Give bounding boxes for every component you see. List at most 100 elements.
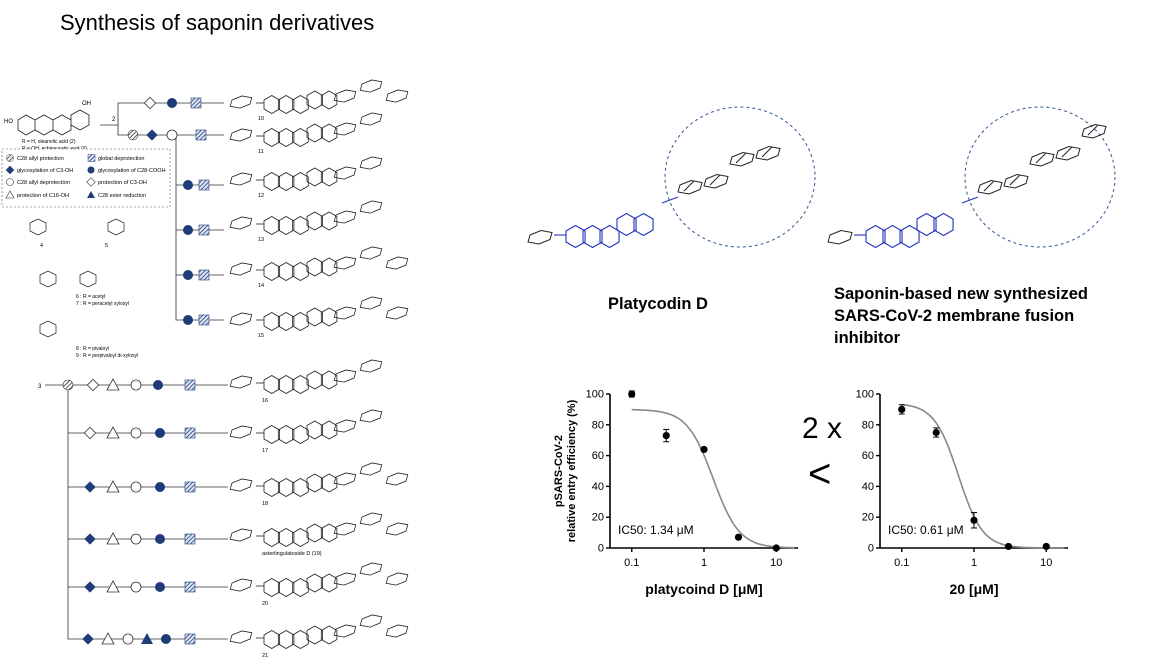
x-tick-label: 0.1 <box>624 557 639 569</box>
donor-label-4: 9 : R = perpivaloyl di-xylosyl <box>76 353 138 359</box>
y-tick-label: 40 <box>592 481 604 493</box>
data-point-2 <box>970 516 978 524</box>
compound-label-bottom-2: 18 <box>262 501 268 507</box>
x-axis-label: 20 [μM] <box>949 581 998 597</box>
donor-5: 5 <box>105 243 108 249</box>
legend-text-3: glycosylation of C3-OH <box>17 168 73 174</box>
y-tick-label: 0 <box>598 543 604 555</box>
data-point-4 <box>1042 542 1050 551</box>
compound-label-13: 13 <box>258 237 264 243</box>
start-label-1: R = H, oleanolic acid (2) <box>22 139 76 145</box>
fit-curve <box>631 408 795 549</box>
donor-label-1: 6 : R = acetyl <box>76 294 105 300</box>
cooh-label: OH <box>82 101 91 107</box>
ic50-annotation: IC50: 1.34 μM <box>618 523 694 537</box>
x-tick-label: 1 <box>971 557 977 569</box>
y-tick-label: 60 <box>592 450 604 462</box>
product-4 <box>229 562 409 597</box>
product-15 <box>229 296 409 331</box>
compound-label-bottom-5: 21 <box>262 653 268 659</box>
data-point-1 <box>932 428 940 437</box>
y-tick-label: 40 <box>862 481 874 493</box>
less-than-symbol: < <box>808 452 832 496</box>
route-branch-symbols <box>183 179 210 326</box>
y-tick-label: 0 <box>868 543 874 555</box>
products-bottom: 16 17 18 asterlingulatoside D (19) 20 21 <box>229 359 409 659</box>
data-point-0 <box>898 405 906 413</box>
data-point-2 <box>700 445 708 454</box>
label-new-line-1: Saponin-based new synthesized <box>834 285 1088 303</box>
legend-text-5: C28 allyl deprotection <box>17 180 70 186</box>
compound-label-15: 15 <box>258 333 264 339</box>
start-skeleton <box>17 109 90 136</box>
route-symbols-top <box>127 96 207 141</box>
new-highlight-circle <box>964 106 1116 248</box>
label-new-line-2: SARS-CoV-2 membrane fusion <box>834 307 1075 325</box>
legend-box <box>1 148 171 208</box>
route-symbols-bottom <box>62 378 196 645</box>
product-11 <box>229 112 383 147</box>
y-tick-label: 20 <box>592 512 604 524</box>
y-tick-label: 60 <box>862 450 874 462</box>
compound-label-bottom-0: 16 <box>262 398 268 404</box>
y-axis-label-1: relative entry efficiency (%) <box>566 399 578 542</box>
product-13 <box>229 200 383 235</box>
product-3 <box>229 512 409 547</box>
product-0 <box>229 359 383 394</box>
legend-text-7: protection of C16-OH <box>17 193 69 199</box>
y-tick-label: 100 <box>586 389 604 401</box>
product-1 <box>229 409 383 444</box>
compound-label-bottom-1: 17 <box>262 448 268 454</box>
y-tick-label: 80 <box>862 419 874 431</box>
ic50-annotation: IC50: 0.61 μM <box>888 523 964 537</box>
compound-label-10: 10 <box>258 116 264 122</box>
donor-4: 4 <box>40 243 43 249</box>
chart-compound-20: 0 20 40 60 80 100 0.1 1 10 IC50: 0.61 μM 20 [μM] <box>856 389 1068 597</box>
product-5 <box>229 614 409 649</box>
label-new-line-3: inhibitor <box>834 329 900 347</box>
bottom-route-lines <box>45 384 228 640</box>
x-tick-label: 10 <box>1040 557 1052 569</box>
label-new-inhibitor: Saponin-based new synthesized SARS-CoV-2… <box>834 283 1088 349</box>
data-point-0 <box>628 390 636 398</box>
data-point-3 <box>734 533 743 541</box>
fit-curve <box>901 403 1065 549</box>
y-axis-label-0: pSARS-CoV-2 <box>553 435 565 507</box>
product-10 <box>229 79 409 114</box>
legend-text-2: global deprotection <box>98 156 144 162</box>
ho-label: HO <box>4 119 13 125</box>
product-12 <box>229 156 383 191</box>
x-axis-label: platycoind D [μM] <box>645 581 762 597</box>
compound-label-14: 14 <box>258 283 264 289</box>
label-platycodin-d: Platycodin D <box>608 295 708 313</box>
compound-label-12: 12 <box>258 193 264 199</box>
new-inhibitor-structure <box>827 123 1107 249</box>
data-point-3 <box>1004 542 1013 551</box>
donor-structures <box>29 218 125 338</box>
fold-comparison: 2 x <box>802 412 843 445</box>
route-2-label: 2 <box>112 117 116 123</box>
compound-label-bottom-4: 20 <box>262 601 268 607</box>
slide-title: Synthesis of saponin derivatives <box>60 10 375 35</box>
product-2 <box>229 462 409 497</box>
platycodin-d-structure <box>527 145 781 249</box>
compound-label-bottom-3: asterlingulatoside D (19) <box>262 551 322 557</box>
legend-text-6: protection of C3-OH <box>98 180 147 186</box>
product-14 <box>229 246 409 281</box>
legend-text-4: glycosylation of C28-COOH <box>98 168 166 174</box>
data-point-4 <box>772 544 780 552</box>
synthesis-scheme: HO OH R = H, oleanolic acid (2) R = OH, … <box>1 79 409 659</box>
data-point-1 <box>662 431 670 440</box>
legend-text-1: C28 allyl protection <box>17 156 64 162</box>
structures-panel <box>527 106 1116 249</box>
route-3-label: 3 <box>38 384 42 390</box>
x-tick-label: 1 <box>701 557 707 569</box>
products-top: 10 11 12 13 14 15 <box>229 79 409 339</box>
compound-label-11: 11 <box>258 149 264 155</box>
y-tick-label: 100 <box>856 389 874 401</box>
y-tick-label: 20 <box>862 512 874 524</box>
donor-label-3: 8 : R = pivaloyl <box>76 346 109 352</box>
x-tick-label: 0.1 <box>894 557 909 569</box>
x-tick-label: 10 <box>770 557 782 569</box>
